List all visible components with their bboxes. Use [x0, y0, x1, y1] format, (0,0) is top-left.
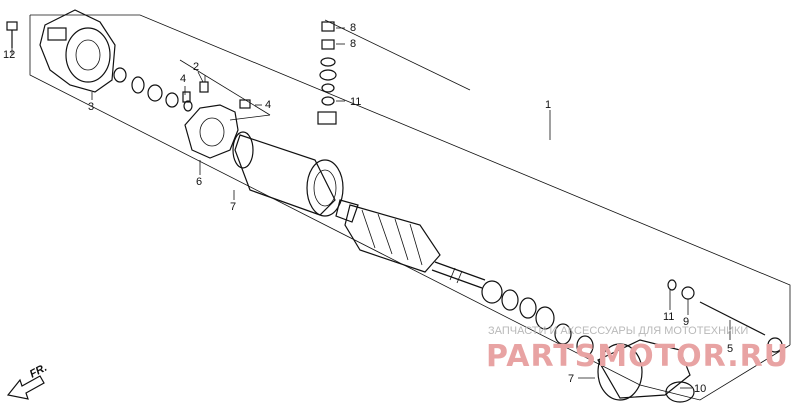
watermark-tagline: ЗАПЧАСТИ И АКСЕССУАРЫ ДЛЯ МОТОТЕХНИКИ — [488, 325, 748, 337]
callout-9: 9 — [683, 316, 689, 328]
rear-cover — [39, 9, 116, 93]
direction-arrow-icon — [6, 375, 45, 400]
callout-4b: 4 — [265, 99, 271, 111]
front-cover — [597, 339, 695, 403]
terminal-stack — [317, 21, 337, 125]
front-direction-indicator: FR. — [6, 362, 49, 400]
callout-7b: 7 — [568, 373, 574, 385]
through-bolt — [699, 301, 783, 353]
callout-6: 6 — [196, 176, 202, 188]
callouts: 12 3 2 4 4 6 7 8 8 11 1 11 9 5 7 10 — [3, 22, 733, 395]
rear-bushing-washers — [113, 67, 193, 112]
motor-yoke — [232, 131, 344, 217]
callout-8b: 8 — [350, 38, 356, 50]
callout-11b: 11 — [663, 311, 674, 323]
armature — [335, 199, 486, 289]
watermark: ЗАПЧАСТИ И АКСЕССУАРЫ ДЛЯ МОТОТЕХНИКИ PA… — [486, 325, 789, 374]
callout-4a: 4 — [180, 73, 186, 85]
callout-7a: 7 — [230, 201, 236, 213]
terminal-parts — [182, 75, 209, 103]
brush-holder — [184, 99, 251, 159]
callout-8a: 8 — [350, 22, 356, 34]
watermark-brand: PARTSMOTOR.RU — [486, 339, 789, 374]
callout-11a: 11 — [350, 96, 361, 108]
direction-label: FR. — [28, 362, 49, 381]
callout-3: 3 — [88, 101, 94, 113]
front-washers — [481, 280, 594, 357]
callout-10: 10 — [694, 383, 706, 395]
callout-2: 2 — [193, 61, 199, 73]
callout-1: 1 — [545, 99, 551, 111]
leader-lines — [11, 27, 731, 389]
front-small-washers — [667, 279, 695, 300]
callout-5: 5 — [727, 343, 733, 355]
bolt-12 — [6, 21, 18, 48]
callout-12: 12 — [3, 49, 15, 61]
